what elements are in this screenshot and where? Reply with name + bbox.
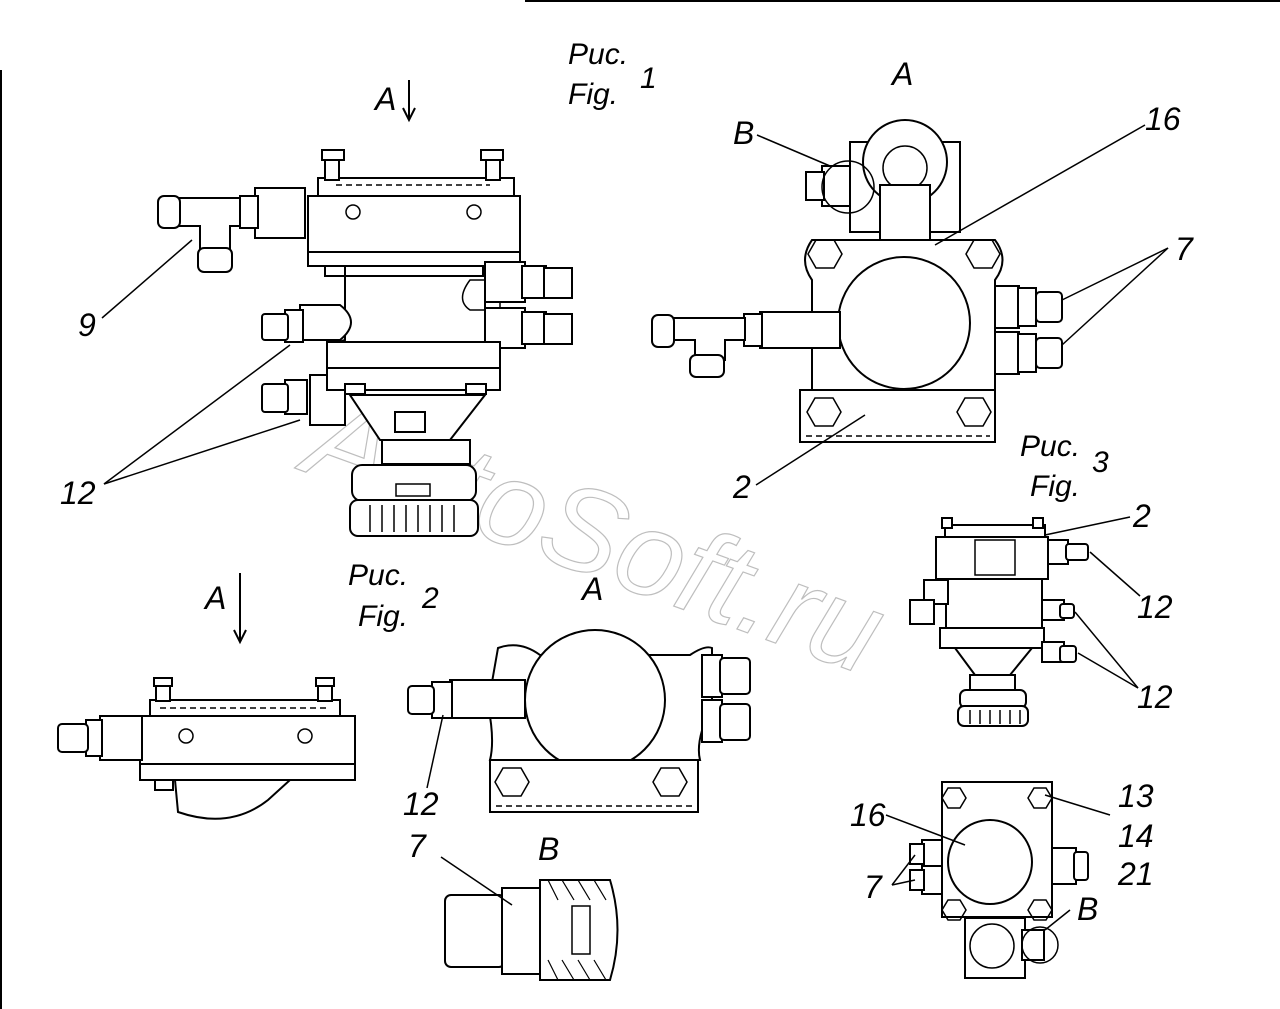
fig3-caption-ru: Рис. xyxy=(1020,430,1080,463)
view-a-fig2 xyxy=(407,629,751,813)
view-label-a-fig1: A xyxy=(373,81,396,117)
fig3-caption-en: Fig. xyxy=(1030,470,1080,503)
fig2-caption-ru: Рис. xyxy=(348,559,408,592)
fig2-caption-en: Fig. xyxy=(358,600,408,633)
view-label-b-bottom: B xyxy=(1077,891,1098,927)
view-label-a-view2: A xyxy=(580,571,603,607)
callout-16-top: 16 xyxy=(1145,101,1181,137)
callout-14: 14 xyxy=(1118,818,1154,854)
fig1-caption-en: Fig. xyxy=(568,78,618,111)
bottom-right-valve-view xyxy=(885,781,1111,979)
fig2-caption-number: 2 xyxy=(421,582,439,615)
view-label-a-fig2: A xyxy=(203,580,226,616)
fig1-valve-side-view xyxy=(101,80,573,537)
view-label-a-top: A xyxy=(890,56,913,92)
callout-12-fig3-lower: 12 xyxy=(1137,679,1173,715)
fig3-caption-number: 3 xyxy=(1092,446,1109,479)
view-label-b-top: B xyxy=(733,115,754,151)
view-a-top-right xyxy=(651,119,1169,486)
callout-9: 9 xyxy=(78,307,96,343)
view-label-b-detail: B xyxy=(538,831,559,867)
callout-12-fig3-upper: 12 xyxy=(1137,589,1173,625)
fig2-valve-side-view xyxy=(57,573,356,820)
callout-12-fig1: 12 xyxy=(60,475,96,511)
fig3-valve-small xyxy=(909,516,1141,727)
fig1-caption-number: 1 xyxy=(640,62,657,95)
detail-b-fitting-section xyxy=(440,856,619,981)
callout-7-detail: 7 xyxy=(408,828,427,864)
callout-7-top: 7 xyxy=(1175,231,1194,267)
callout-7-bottom: 7 xyxy=(864,869,883,905)
callout-13: 13 xyxy=(1118,778,1154,814)
callout-21: 21 xyxy=(1117,856,1154,892)
callout-2-fig3: 2 xyxy=(1132,498,1151,534)
fig1-caption-ru: Рис. xyxy=(568,38,628,71)
callout-12-fig2: 12 xyxy=(403,786,439,822)
callout-2-top: 2 xyxy=(732,469,751,505)
callout-16-bottom: 16 xyxy=(850,797,886,833)
